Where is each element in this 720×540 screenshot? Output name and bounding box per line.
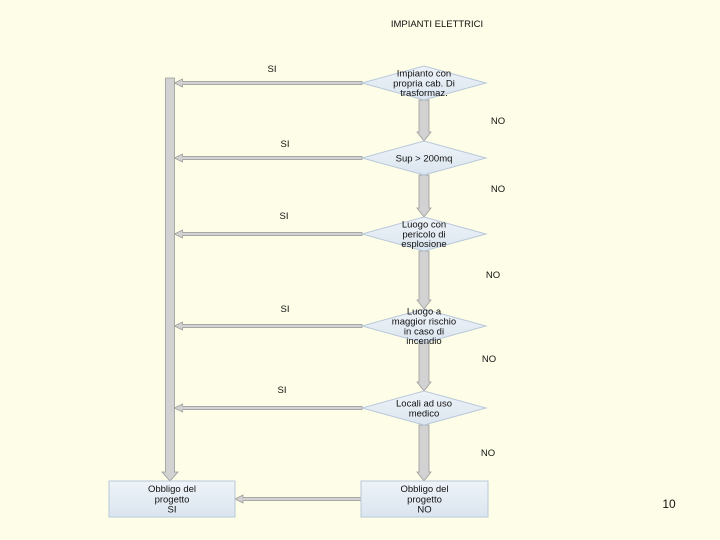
outcome-box-yes — [108, 480, 236, 518]
outcome-box-no-text-line: Obbligo del — [400, 484, 448, 495]
decision-label-line: maggior rischio — [392, 317, 456, 328]
decision-label-line: propria cab. Di — [393, 78, 455, 89]
yes-branch-label: SI — [281, 304, 290, 315]
no-branch-label: NO — [481, 448, 495, 459]
no-flow-arrow — [416, 424, 432, 482]
outcome-box-yes-text-line: SI — [168, 505, 177, 516]
yes-branch-label: SI — [268, 64, 277, 75]
no-flow-arrow — [416, 99, 432, 142]
page-number: 10 — [662, 497, 676, 511]
yes-branch-label: SI — [280, 211, 289, 222]
yes-flow-arrow — [173, 153, 363, 163]
no-branch-label: NO — [486, 270, 500, 281]
decision-diamond — [360, 308, 488, 344]
no-flow-arrow — [416, 174, 432, 218]
return-trunk-arrow — [161, 77, 179, 482]
yes-flow-arrow — [173, 78, 363, 88]
no-branch-label: NO — [491, 116, 505, 127]
decision-label-line: pericolo di — [402, 229, 445, 240]
yes-branch-label: SI — [281, 139, 290, 150]
decision-label-line: esplosione — [401, 239, 446, 250]
decision-label-line: Locali ad uso — [396, 399, 452, 410]
decision-diamond — [360, 65, 488, 101]
decision-label-line: Sup > 200mq — [396, 153, 453, 164]
outcome-box-yes-text-line: progetto — [155, 494, 190, 505]
decision-label: Sup > 200mq — [396, 153, 453, 164]
outcome-box-no-text-line: progetto — [407, 494, 442, 505]
yes-flow-arrow — [173, 321, 363, 331]
no-branch-label: NO — [491, 184, 505, 195]
label-layer: SI NO SI NO SI NO SI NO SI NO — [268, 64, 506, 459]
outcome-link-arrow — [234, 494, 362, 504]
decision-label-line: medico — [409, 408, 440, 419]
decision-diamond — [360, 216, 488, 252]
decision-label-line: trasformaz. — [400, 88, 448, 99]
outcome-box-no — [360, 480, 489, 518]
decision-label-line: Luogo con — [402, 220, 446, 231]
no-flow-arrow — [416, 342, 432, 392]
decision-diamond — [360, 390, 488, 426]
outcome-box-yes-text-line: Obbligo del — [148, 484, 196, 495]
yes-branch-label: SI — [278, 385, 287, 396]
decision-label-line: incendio — [406, 336, 441, 347]
decision-diamond — [360, 140, 488, 176]
yes-flow-arrow — [173, 229, 363, 239]
outcome-box-no-text-line: NO — [417, 505, 431, 516]
decision-label-line: in caso di — [404, 326, 444, 337]
yes-flow-arrow — [173, 403, 363, 413]
no-flow-arrow — [416, 250, 432, 310]
connector-layer — [161, 77, 432, 504]
decision-label-line: Luogo a — [407, 307, 442, 318]
no-branch-label: NO — [482, 354, 496, 365]
decision-label-line: Impianto con — [397, 69, 451, 80]
diagram-title: IMPIANTI ELETTRICI — [391, 19, 483, 30]
